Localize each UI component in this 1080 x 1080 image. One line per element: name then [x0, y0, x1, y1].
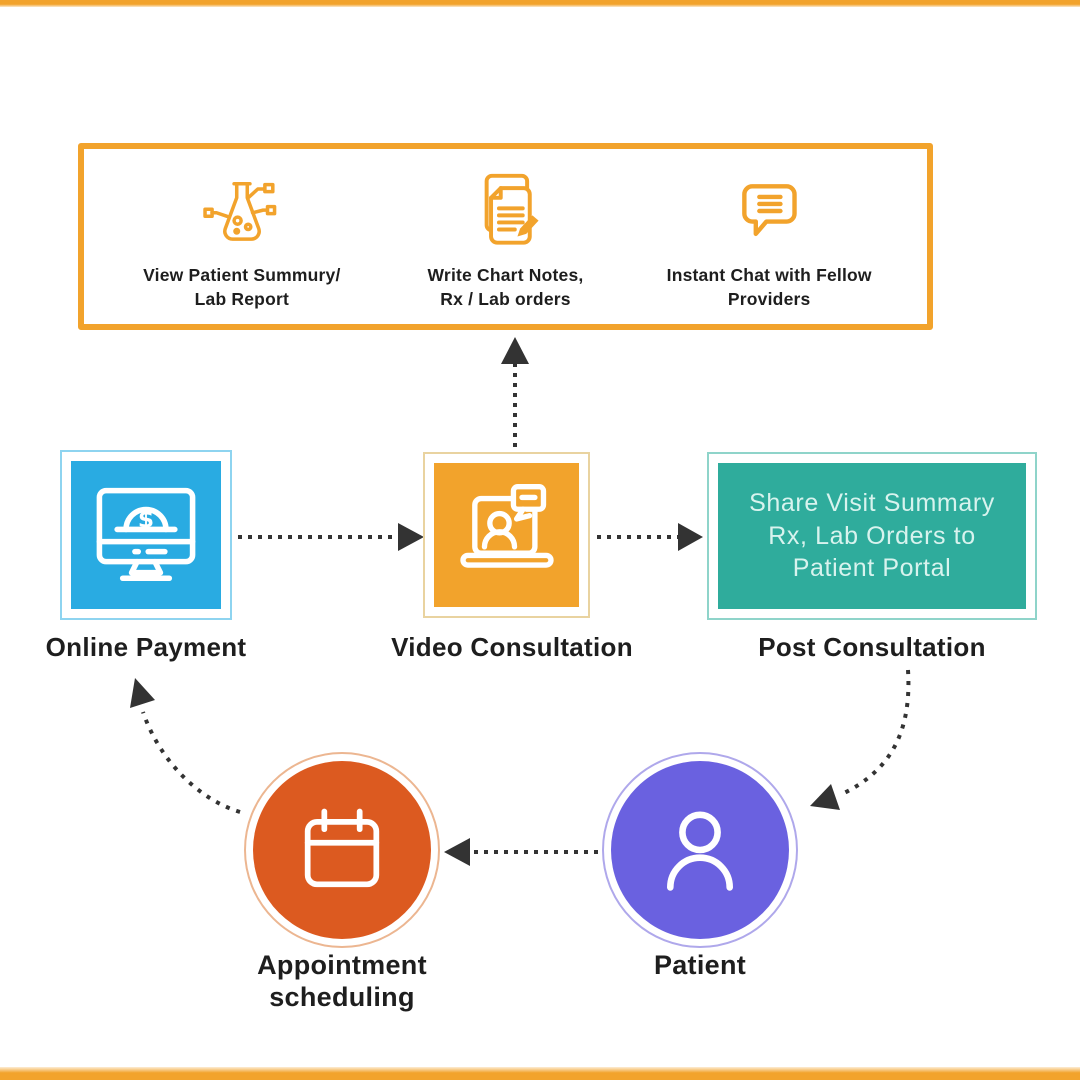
- patient-label: Patient: [653, 950, 747, 980]
- appointment-scheduling-circle: [253, 761, 431, 939]
- panel-item-label: Write Chart Notes, Rx / Lab orders: [427, 265, 584, 309]
- person-icon: [667, 811, 733, 891]
- appointment-scheduling-node: [244, 752, 440, 948]
- arrow-patient-to-appointment: [444, 838, 598, 866]
- panel-item-view-summary: View Patient Summury/ Lab Report: [110, 167, 374, 311]
- svg-text:$: $: [138, 506, 154, 533]
- post-consultation-tile: Share Visit Summary Rx, Lab Orders to Pa…: [718, 463, 1026, 609]
- post-consultation-node: Share Visit Summary Rx, Lab Orders to Pa…: [707, 452, 1037, 620]
- online-payment-node: $: [60, 450, 232, 620]
- video-consultation-label: Video Consultation: [391, 632, 633, 662]
- panel-item-label: Instant Chat with Fellow Providers: [666, 265, 872, 309]
- panel-item-chart-notes: Write Chart Notes, Rx / Lab orders: [374, 167, 638, 311]
- laptop-video-call-icon: [459, 484, 554, 568]
- chat-bubble-icon: [742, 184, 797, 237]
- post-consultation-text: Share Visit Summary Rx, Lab Orders to Pa…: [749, 489, 995, 583]
- panel-item-label: View Patient Summury/ Lab Report: [143, 265, 341, 309]
- calendar-icon: [304, 808, 380, 888]
- panel-item-instant-chat: Instant Chat with Fellow Providers: [637, 167, 901, 311]
- video-consultation-node: [423, 452, 590, 618]
- patient-circle: [611, 761, 789, 939]
- provider-tools-panel: View Patient Summury/ Lab Report Write C…: [78, 143, 933, 330]
- appointment-scheduling-label: Appointment scheduling: [257, 950, 427, 1012]
- bottom-accent-bar: [0, 1067, 1080, 1080]
- arrow-online-to-video: [238, 523, 424, 551]
- arrow-video-to-tools: [501, 337, 529, 447]
- post-consultation-label: Post Consultation: [758, 632, 986, 662]
- online-payment-tile: $: [71, 461, 221, 609]
- patient-node: [602, 752, 798, 948]
- arrow-video-to-post: [597, 523, 703, 551]
- monitor-dollar-icon: $: [96, 487, 196, 582]
- top-accent-bar: [0, 0, 1080, 7]
- lab-flask-icon: [203, 182, 277, 242]
- online-payment-label: Online Payment: [45, 632, 247, 662]
- chart-notes-icon: [484, 174, 539, 246]
- arrow-appointment-to-online: [130, 678, 241, 814]
- arrow-post-to-patient: [810, 669, 911, 810]
- video-consultation-tile: [434, 463, 579, 607]
